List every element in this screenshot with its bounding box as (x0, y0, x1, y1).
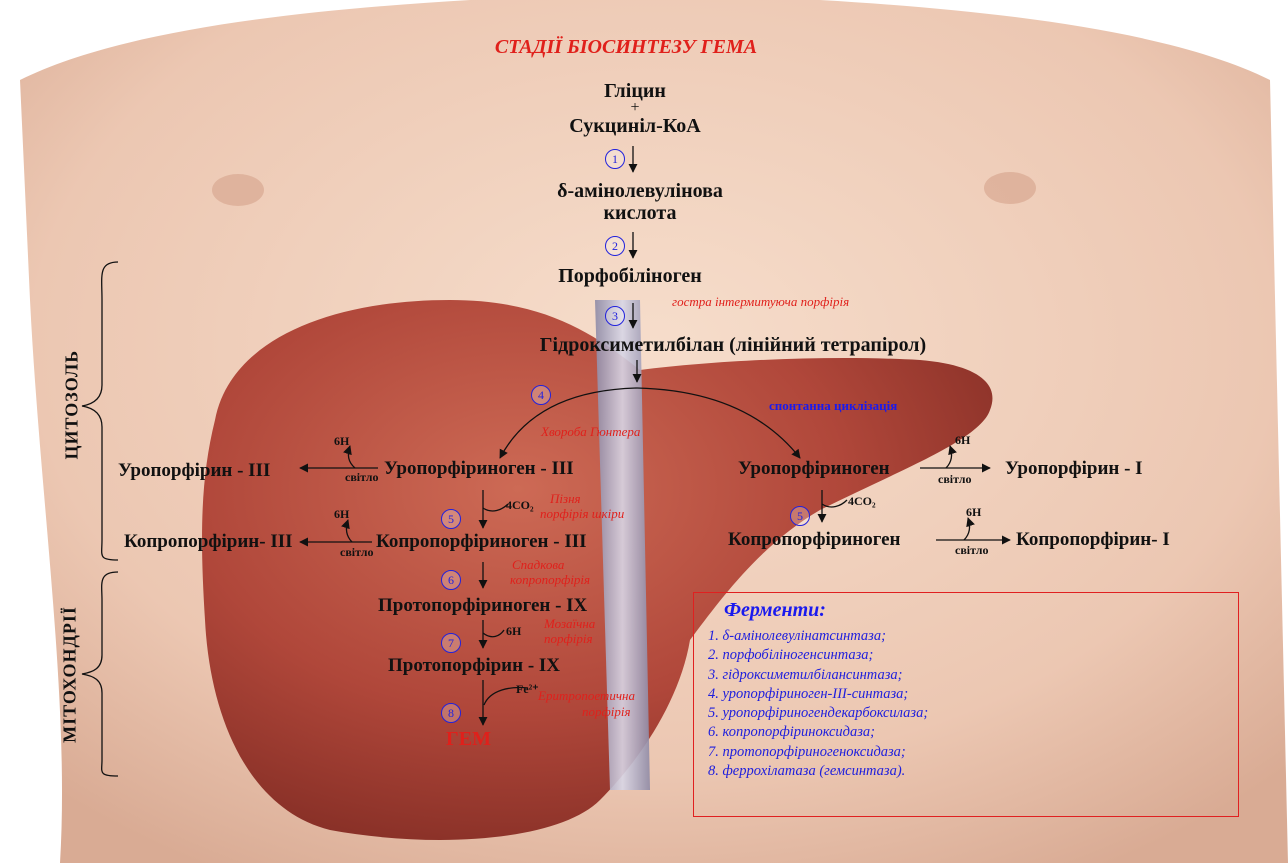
heme-label: ГЕМ (446, 728, 491, 751)
h6-branch-step-7 (483, 630, 504, 637)
ala-line2-label: кислота (604, 202, 677, 225)
step-5-marker-left: 5 (441, 509, 461, 529)
disease-hereditary-copro-1: Спадкова (512, 557, 564, 573)
cytosol-brace (82, 262, 118, 560)
enzyme-item: 6. копропорфіриноксидаза; (708, 723, 928, 742)
disease-erythropoietic-2: порфірія (582, 704, 631, 720)
mitochondria-label: МІТОХОНДРІЇ (60, 605, 81, 745)
step-2-marker: 2 (605, 236, 625, 256)
enzyme-item: 7. протопорфіриногеноксидаза; (708, 743, 928, 762)
disease-gunther: Хвороба Гюнтера (541, 424, 640, 440)
coproporphyrinogen-label: Копропорфіриноген (728, 529, 901, 551)
enzymes-title: Ферменти: (724, 599, 826, 622)
step-5-marker-right: 5 (790, 506, 810, 526)
disease-variegate-2: порфірія (544, 631, 593, 647)
co2-branch-right (822, 500, 847, 507)
disease-late-skin-2: порфірія шкіри (540, 506, 624, 522)
co2-label-right: 4CO₂ (848, 494, 876, 509)
light-label-right-2: світло (955, 543, 988, 558)
disease-erythropoietic-1: Еритропоетична (538, 688, 635, 704)
h6-label-right-2: 6Н (966, 505, 981, 520)
disease-late-skin-1: Пізня (550, 491, 581, 507)
porphobilinogen-label: Порфобіліноген (558, 265, 702, 288)
h6-label-left-1: 6Н (334, 434, 349, 449)
arrow-arc-left (500, 388, 637, 458)
disease-acute-intermittent: гостра інтермитуюча порфірія (672, 294, 849, 310)
succinyl-coa-label: Сукциніл-КоА (569, 115, 700, 138)
enzyme-item: 3. гідроксиметилбілансинтаза; (708, 666, 928, 685)
h6-label-right-1: 6Н (955, 433, 970, 448)
co2-label-left: 4CO₂ (506, 498, 534, 513)
uroporphyrin-i-label: Уропорфірин - І (1005, 458, 1143, 480)
enzyme-item: 1. δ-амінолевулінатсинтаза; (708, 627, 928, 646)
protoporphyrin-ix-label: Протопорфірин - ІХ (388, 655, 560, 677)
coproporphyrin-i-label: Копропорфірин- І (1016, 529, 1170, 551)
uroporphyrinogen-label: Уропорфіриноген (738, 458, 890, 480)
enzyme-item: 8. феррохілатаза (гемсинтаза). (708, 762, 928, 781)
h6-branch-left-1 (348, 446, 355, 468)
light-label-left-1: світло (345, 470, 378, 485)
protoporphyrinogen-ix-label: Протопорфіриноген - ІХ (378, 595, 587, 617)
enzyme-item: 2. порфобіліногенсинтаза; (708, 646, 928, 665)
step-6-marker: 6 (441, 570, 461, 590)
step-3-marker: 3 (605, 306, 625, 326)
step-7-marker: 7 (441, 633, 461, 653)
uroporphyrinogen-iii-label: Уропорфіриноген - ІІІ (384, 458, 574, 480)
disease-hereditary-copro-2: копропорфірія (510, 572, 590, 588)
cytosol-label: ЦИТОЗОЛЬ (62, 360, 83, 460)
h6-label-left-2: 6Н (334, 507, 349, 522)
diagram-title: СТАДІЇ БІОСИНТЕЗУ ГЕМА (495, 36, 757, 59)
co2-branch-left (483, 504, 508, 511)
h6-branch-left-2 (346, 520, 352, 542)
spontaneous-cyclization-label: спонтанна циклізація (769, 398, 897, 414)
step-1-marker: 1 (605, 149, 625, 169)
enzymes-legend: Ферменти: 1. δ-амінолевулінатсинтаза; 2.… (693, 592, 1239, 817)
coproporphyrin-iii-label: Копропорфірин- ІІІ (124, 531, 293, 553)
ala-line1-label: δ-амінолевулінова (557, 180, 723, 203)
hydroxymethylbilane-label: Гідроксиметилбілан (лінійний тетрапірол) (540, 334, 926, 357)
light-label-left-2: світло (340, 545, 373, 560)
enzyme-item: 4. уропорфіриноген-ІІІ-синтаза; (708, 685, 928, 704)
step-8-marker: 8 (441, 703, 461, 723)
h6-branch-right-2 (964, 518, 970, 540)
fe-label: Fe²⁺ (516, 682, 539, 697)
mitochondria-brace (82, 572, 118, 776)
light-label-right-1: світло (938, 472, 971, 487)
step-4-marker: 4 (531, 385, 551, 405)
h6-branch-right-1 (946, 446, 952, 468)
h6-label-step-7: 6Н (506, 624, 521, 639)
coproporphyrinogen-iii-label: Копропорфіриноген - ІІІ (376, 531, 587, 553)
disease-variegate-1: Мозаїчна (544, 616, 595, 632)
enzyme-item: 5. уропорфіриногендекарбоксилаза; (708, 704, 928, 723)
uroporphyrin-iii-label: Уропорфірин - ІІІ (118, 460, 270, 482)
enzymes-list: 1. δ-амінолевулінатсинтаза; 2. порфобілі… (708, 627, 928, 781)
